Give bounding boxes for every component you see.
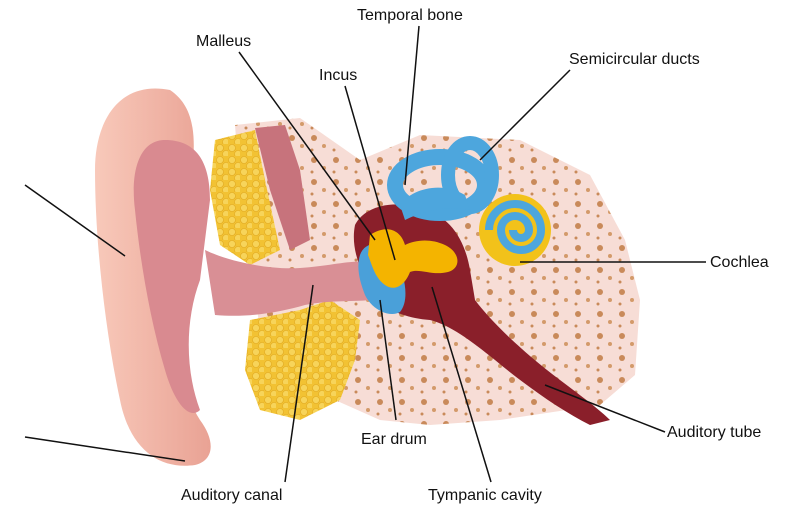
label-auditory-canal: Auditory canal — [181, 488, 282, 504]
label-temporal-bone: Temporal bone — [357, 8, 463, 24]
label-semicircular-ducts: Semicircular ducts — [569, 52, 700, 68]
cochlea-shape — [479, 194, 551, 266]
label-auditory-tube: Auditory tube — [667, 425, 761, 441]
label-ear-drum: Ear drum — [361, 432, 427, 448]
label-malleus: Malleus — [196, 34, 251, 50]
label-cochlea: Cochlea — [710, 255, 769, 271]
label-tympanic-cavity: Tympanic cavity — [428, 488, 542, 504]
label-incus: Incus — [319, 68, 357, 84]
